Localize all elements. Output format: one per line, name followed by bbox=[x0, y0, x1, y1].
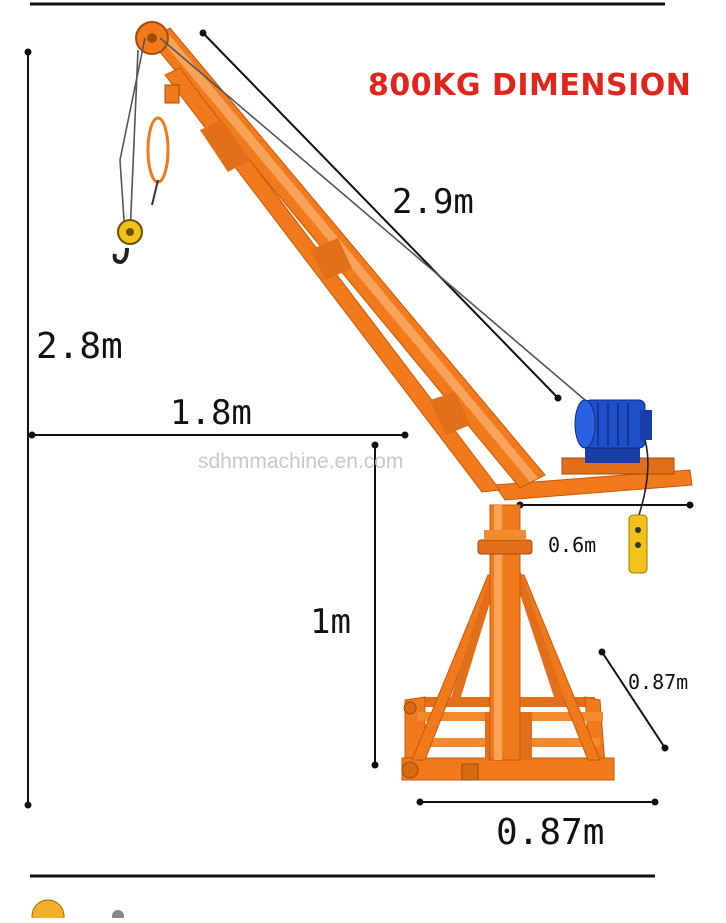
base-width-label: 0.87m bbox=[496, 812, 605, 853]
mast-height-label: 1m bbox=[310, 602, 351, 642]
rear-arm-label: 0.6m bbox=[548, 533, 597, 557]
watermark-text: sdhmmachine.en.com bbox=[198, 450, 404, 473]
base-depth-label: 0.87m bbox=[628, 670, 689, 694]
diagram-title: 800KG DIMENSION bbox=[368, 68, 692, 103]
pendant-controller-icon bbox=[628, 439, 649, 574]
base-depth-dimension-line bbox=[601, 651, 666, 749]
boom-length-label: 2.9m bbox=[392, 182, 474, 222]
wire-rope bbox=[119, 37, 586, 401]
reach-label: 1.8m bbox=[170, 393, 252, 433]
dimension-lines bbox=[24, 29, 694, 809]
pulley-thumbnail-icon bbox=[31, 899, 124, 918]
crane-boom bbox=[135, 21, 693, 501]
total-height-label: 2.8m bbox=[36, 326, 123, 367]
hook-icon bbox=[112, 116, 170, 265]
boom-dimension-line bbox=[202, 32, 559, 399]
electric-motor-icon bbox=[574, 399, 652, 463]
crane-base bbox=[401, 504, 615, 781]
